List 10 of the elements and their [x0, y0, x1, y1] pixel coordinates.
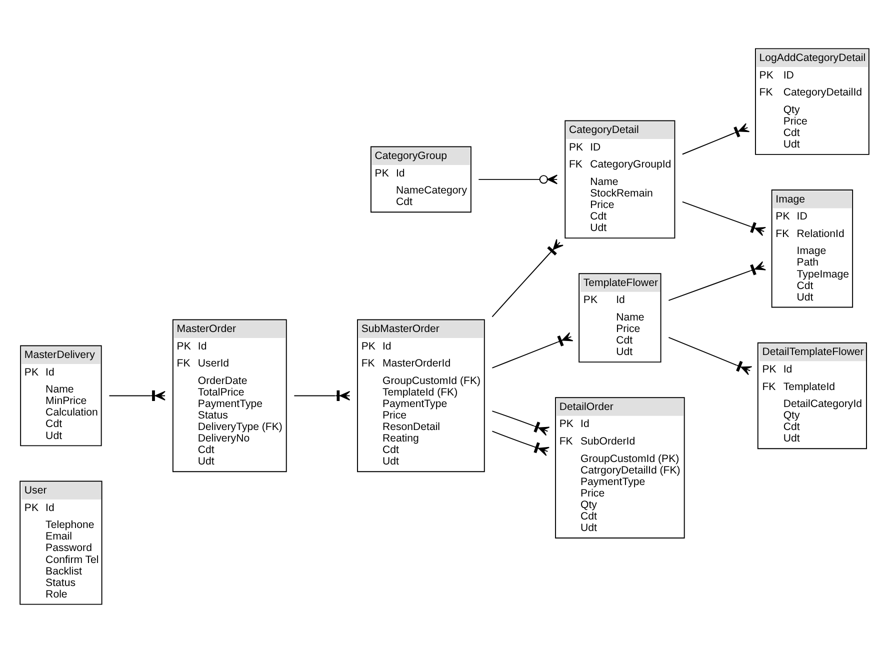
connector — [668, 260, 766, 300]
connector — [478, 174, 558, 184]
connector — [492, 410, 550, 436]
connector — [492, 430, 550, 456]
connector — [108, 390, 166, 400]
connector — [492, 238, 564, 317]
connector — [682, 122, 750, 154]
connector — [682, 200, 766, 236]
connector — [668, 336, 752, 375]
connector — [492, 332, 574, 368]
